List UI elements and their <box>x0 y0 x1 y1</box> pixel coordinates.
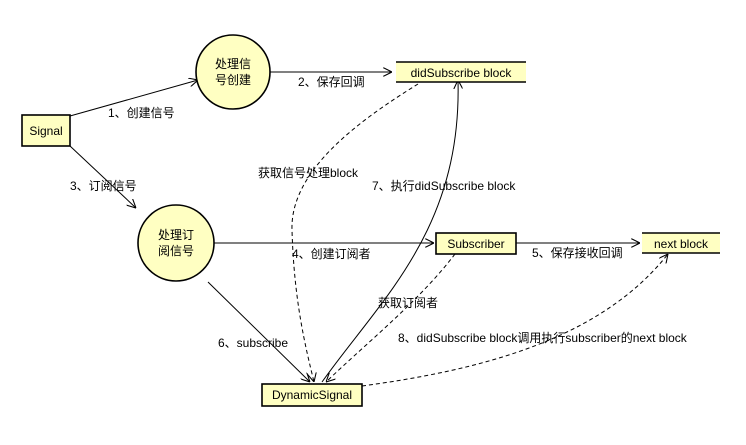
label-get-signal-block: 获取信号处理block <box>258 166 359 180</box>
label-create-signal: 1、创建信号 <box>108 106 175 120</box>
dynamic-signal-node: DynamicSignal <box>261 383 363 407</box>
label-save-callback: 2、保存回调 <box>298 75 365 89</box>
label-save-receive-callback: 5、保存接收回调 <box>532 245 623 260</box>
next-block-store: next block <box>642 232 720 254</box>
label-get-subscriber: 获取订阅者 <box>378 296 438 310</box>
edge-execute-did-subscribe <box>321 80 458 383</box>
subscriber-node: Subscriber <box>435 232 517 255</box>
subscribe-process-label-line2: 阅信号 <box>158 244 194 258</box>
subscriber-label: Subscriber <box>447 237 504 251</box>
create-process-label-line2: 号创建 <box>215 73 251 87</box>
did-subscribe-block-label: didSubscribe block <box>411 66 513 80</box>
create-signal-process-node: 处理信 号创建 <box>195 34 271 110</box>
dynamic-signal-label: DynamicSignal <box>272 388 352 402</box>
signal-node: Signal <box>21 114 71 147</box>
next-block-label: next block <box>654 237 709 251</box>
label-subscribe-signal: 3、订阅信号 <box>70 179 137 193</box>
edge-create-signal <box>69 80 198 117</box>
did-subscribe-block-store: didSubscribe block <box>396 61 526 83</box>
create-process-label-line1: 处理信 <box>215 57 251 71</box>
edge-subscribe <box>207 281 310 382</box>
edge-did-subscribe-calls-next <box>361 254 668 387</box>
signal-label: Signal <box>29 124 62 138</box>
label-execute-did-subscribe: 7、执行didSubscribe block <box>372 179 516 193</box>
edge-subscribe-signal <box>69 145 136 208</box>
subscribe-signal-process-node: 处理订 阅信号 <box>137 204 215 282</box>
edge-get-subscriber <box>326 253 456 382</box>
label-did-subscribe-calls-next: 8、didSubscribe block调用执行subscriber的next … <box>398 330 688 345</box>
subscribe-process-label-line1: 处理订 <box>158 228 194 242</box>
label-create-subscriber: 4、创建订阅者 <box>292 247 371 261</box>
label-subscribe: 6、subscribe <box>218 336 288 350</box>
